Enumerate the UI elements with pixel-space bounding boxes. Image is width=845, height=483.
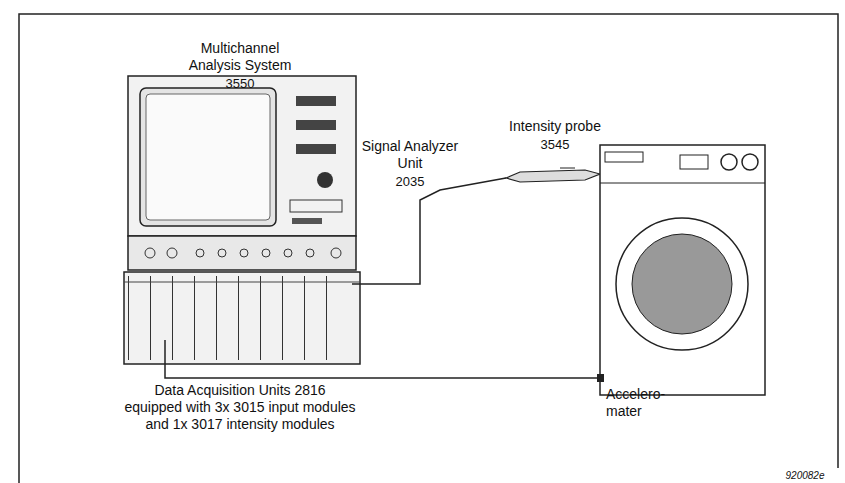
intensity-probe (506, 168, 600, 182)
equipment-label: Data Acquisition Units 2816 (110, 382, 370, 399)
washing-machine (597, 145, 765, 395)
equipment-label: and 1x 3017 intensity modules (90, 416, 390, 433)
equipment-label: 2035 (350, 173, 470, 190)
equipment-label: 3545 (500, 136, 610, 153)
equipment-label: equipped with 3x 3015 input modules (90, 399, 390, 416)
equipment-label: Intensity probe (500, 118, 610, 135)
equipment-label: Signal Analyzer Unit (350, 138, 470, 172)
equipment-label: Accelero- mater (606, 386, 670, 420)
analysis-system (124, 76, 360, 364)
equipment-label: Multichannel Analysis System (175, 40, 305, 74)
accelerometer (597, 374, 604, 382)
equipment-label: 3550 (175, 75, 305, 92)
equipment-label: 920082e (772, 470, 838, 482)
